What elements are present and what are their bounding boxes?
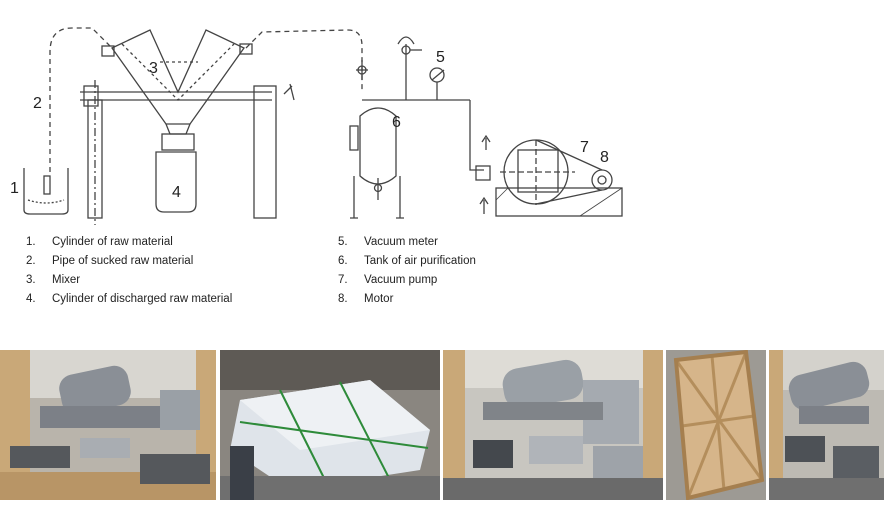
vacuum-pipe bbox=[245, 29, 363, 92]
photo-mixer-wrapped bbox=[443, 350, 663, 500]
process-schematic: 1 2 3 4 5 6 7 8 bbox=[10, 27, 623, 225]
legend-right: 5. Vacuum meter 6. Tank of air purificatio… bbox=[338, 233, 476, 309]
callout-6: 6 bbox=[392, 114, 401, 131]
mixer-supports bbox=[80, 80, 295, 225]
suction-pipe bbox=[49, 27, 113, 172]
legend-text: Cylinder of discharged raw material bbox=[52, 293, 233, 305]
packaging-photo-strip bbox=[0, 350, 884, 508]
legend-item: 2. Pipe of sucked raw material bbox=[26, 252, 232, 271]
legend-text: Cylinder of raw material bbox=[52, 236, 173, 248]
v-mixer bbox=[101, 29, 253, 151]
legend-item: 1. Cylinder of raw material bbox=[26, 233, 232, 252]
legend-num: 8. bbox=[338, 293, 348, 305]
legend-text: Mixer bbox=[52, 274, 81, 286]
legend-num: 4. bbox=[26, 293, 36, 305]
callout-8: 8 bbox=[600, 149, 609, 166]
motor bbox=[535, 139, 613, 205]
legend-text: Motor bbox=[364, 293, 394, 305]
legend-left: 1. Cylinder of raw material 2. Pipe of suc… bbox=[26, 233, 232, 309]
discharge-cylinder bbox=[155, 151, 197, 213]
legend-item: 5. Vacuum meter bbox=[338, 233, 476, 252]
callout-2: 2 bbox=[33, 95, 42, 112]
legend-item: 8. Motor bbox=[338, 290, 476, 309]
legend-num: 3. bbox=[26, 274, 36, 286]
legend-item: 3. Mixer bbox=[26, 271, 232, 290]
callout-3: 3 bbox=[149, 60, 158, 77]
raw-material-cylinder bbox=[23, 168, 69, 215]
vacuum-pump bbox=[475, 139, 575, 205]
valves bbox=[356, 36, 470, 101]
callout-1: 1 bbox=[10, 180, 19, 197]
callout-7: 7 bbox=[580, 139, 589, 156]
legend-text: Pipe of sucked raw material bbox=[52, 255, 194, 267]
callout-5: 5 bbox=[436, 49, 445, 66]
legend-num: 5. bbox=[338, 236, 348, 248]
pump-pipe bbox=[469, 100, 484, 171]
callout-4: 4 bbox=[172, 184, 181, 201]
legend-num: 1. bbox=[26, 236, 36, 248]
legend-item: 6. Tank of air purification bbox=[338, 252, 476, 271]
legend-text: Vacuum meter bbox=[364, 236, 438, 248]
legend-num: 7. bbox=[338, 274, 348, 286]
photo-wrapped-box bbox=[220, 350, 440, 500]
photo-wooden-crate bbox=[666, 350, 766, 500]
air-purification-tank bbox=[349, 107, 404, 219]
legend-num: 2. bbox=[26, 255, 36, 267]
pump-base bbox=[495, 187, 623, 217]
legend-item: 7. Vacuum pump bbox=[338, 271, 476, 290]
legend-item: 4. Cylinder of discharged raw material bbox=[26, 290, 232, 309]
legend-text: Vacuum pump bbox=[364, 274, 438, 286]
legend-text: Tank of air purification bbox=[364, 255, 476, 267]
photo-mixer-crated bbox=[0, 350, 216, 500]
legend-num: 6. bbox=[338, 255, 348, 267]
photo-mixer-side bbox=[769, 350, 884, 500]
